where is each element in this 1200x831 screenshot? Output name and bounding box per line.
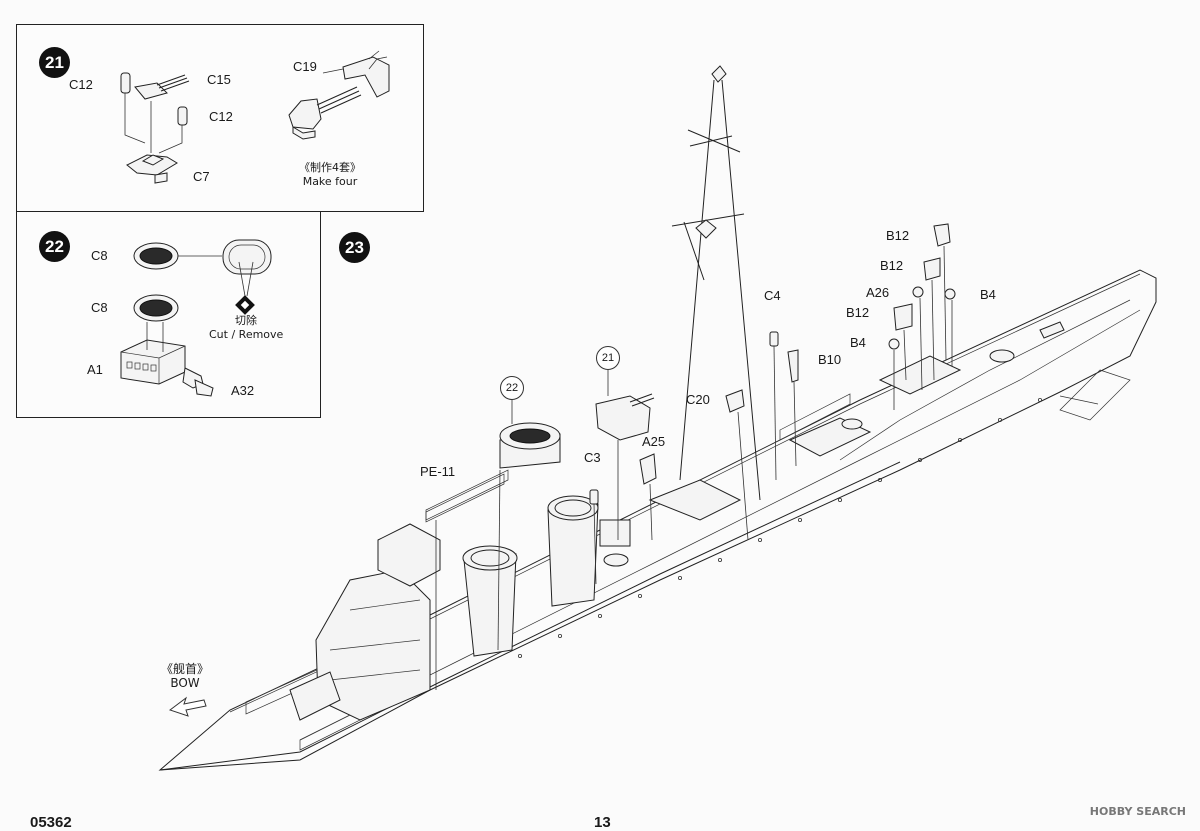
page-number: 13: [594, 814, 611, 831]
label-c8-upper: C8: [91, 248, 108, 263]
label-b4-right: B4: [980, 287, 996, 302]
label-c12-lower: C12: [209, 109, 233, 124]
label-c19: C19: [293, 59, 317, 74]
label-b4-left: B4: [850, 335, 866, 350]
cut-remove-en: Cut / Remove: [209, 328, 284, 341]
ref-step-22: 22: [500, 376, 524, 400]
label-a1: A1: [87, 362, 103, 377]
label-b12-middle: B12: [880, 258, 904, 273]
label-b12-top: B12: [886, 228, 910, 243]
label-a32: A32: [231, 383, 255, 398]
label-b10: B10: [818, 352, 842, 367]
label-c12-upper: C12: [69, 77, 93, 92]
label-a26: A26: [866, 285, 890, 300]
bow-zh: 《舰首》: [160, 662, 209, 676]
watermark-hobby-search: HOBBY SEARCH: [1089, 805, 1186, 818]
bow-en: BOW: [170, 676, 200, 690]
make-four-zh: 《制作4套》: [299, 161, 361, 174]
label-pe-11: PE-11: [420, 464, 456, 479]
ref-step-21: 21: [596, 346, 620, 370]
step-22-number: 22: [39, 231, 70, 262]
make-four-caption: 《制作4套》 Make four: [295, 161, 365, 189]
label-c4: C4: [764, 288, 781, 303]
label-c20: C20: [686, 392, 710, 407]
label-c7: C7: [193, 169, 210, 184]
label-c3: C3: [584, 450, 601, 465]
label-b12-lower: B12: [846, 305, 870, 320]
label-a25: A25: [642, 434, 666, 449]
funnel-assembly-drawing: [120, 239, 272, 397]
step-22-panel: 22 C8 C8 A1 A32 切除 Cut / Remove: [16, 211, 321, 418]
product-code: 05362: [30, 814, 72, 831]
cut-remove-caption: 切除 Cut / Remove: [209, 314, 283, 342]
make-four-en: Make four: [302, 175, 358, 188]
turret-assembly-drawing: [120, 50, 390, 184]
bow-caption: 《舰首》 BOW: [150, 662, 220, 690]
step-23-number: 23: [339, 232, 370, 263]
label-c8-lower: C8: [91, 300, 108, 315]
step-21-panel: 21 C12 C15 C12 C7 C19 《制作4套》 Make four: [16, 24, 424, 212]
step-21-number: 21: [39, 47, 70, 78]
cut-remove-zh: 切除: [235, 314, 257, 327]
label-c15: C15: [207, 72, 231, 87]
